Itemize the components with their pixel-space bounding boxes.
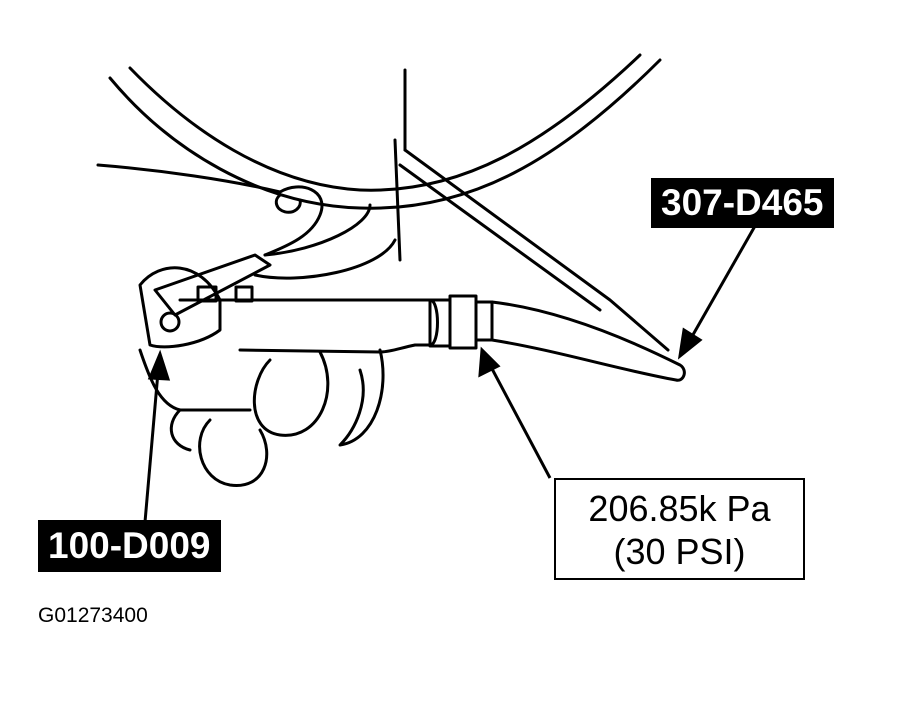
nozzle-nut-1 [196, 285, 218, 303]
pressure-psi: (30 PSI) [613, 531, 746, 572]
diagonal-cable [403, 148, 670, 352]
fitting-3 [474, 300, 494, 342]
finger-top [263, 185, 324, 257]
nozzle-pin [159, 311, 181, 333]
leader-100 [143, 371, 160, 523]
hand-fold [253, 238, 397, 280]
background-arc-inner [128, 53, 642, 192]
trigger-guard [338, 348, 385, 447]
nozzle-lever [153, 253, 272, 317]
fitting-2 [448, 294, 478, 350]
leader-307 [688, 225, 757, 341]
trigger [252, 350, 330, 437]
callout-tool-307: 307-D465 [651, 178, 834, 228]
diagonal-cable-2 [398, 163, 602, 312]
post-line-2 [393, 138, 402, 262]
fitting-1 [428, 298, 452, 348]
finger-under-1 [198, 418, 269, 487]
hand-edge [138, 348, 252, 412]
nozzle-extension [490, 300, 686, 382]
nozzle-head [138, 266, 222, 349]
finger-knuckle [274, 193, 302, 214]
arrowhead-pressure [478, 346, 501, 378]
finger-line [96, 163, 282, 194]
hand-back [263, 203, 372, 257]
arrowhead-100 [147, 349, 171, 381]
background-arc [108, 58, 662, 210]
nozzle-nut-2 [234, 285, 254, 303]
finger-under-2 [169, 408, 192, 452]
leader-pressure [488, 364, 552, 479]
callout-tool-100: 100-D009 [38, 520, 221, 572]
arrowhead-307 [677, 327, 703, 360]
pressure-callout-box: 206.85k Pa (30 PSI) [554, 478, 805, 580]
figure-id: G01273400 [38, 604, 148, 627]
pressure-kpa: 206.85k Pa [588, 488, 771, 529]
